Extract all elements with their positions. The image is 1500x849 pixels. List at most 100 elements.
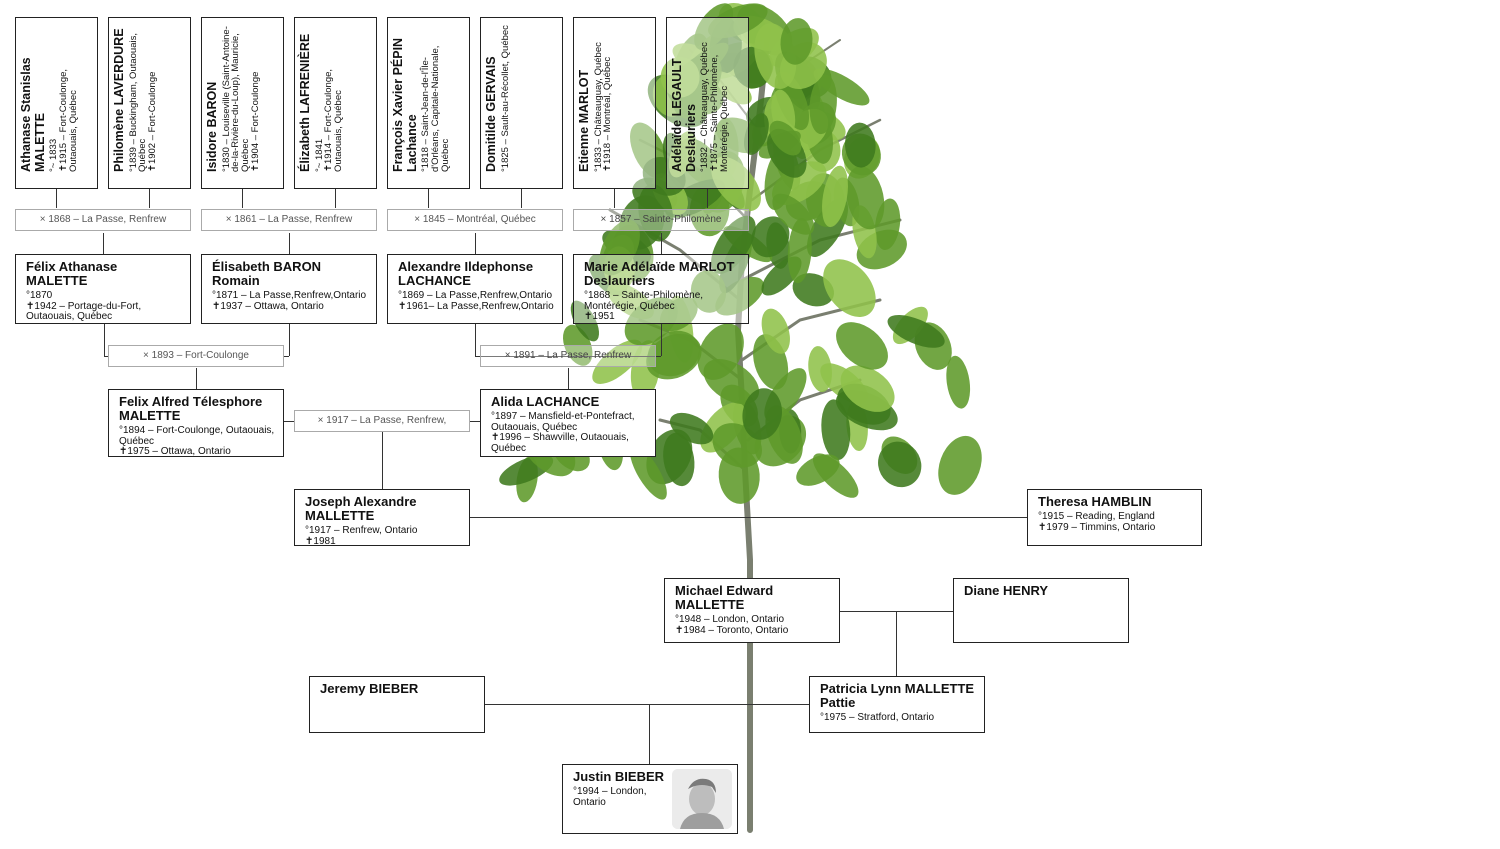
person-name: Patricia Lynn MALLETTE Pattie — [820, 681, 975, 710]
person-birth: °1897 – Mansfield-et-Pontefract, Outaoua… — [491, 411, 635, 433]
person-birth: °1871 – La Passe,Renfrew,Ontario — [212, 290, 367, 301]
person-name: François Xavier PÉPIN Lachance — [390, 37, 419, 172]
person-birth: °1868 – Sainte-Philomène, Montérégie, Qu… — [584, 290, 704, 312]
leaf-shape — [821, 399, 851, 461]
person-birth: °1894 – Fort-Coulonge, Outaouais, Québec — [119, 425, 275, 447]
person-box-etienne-marlot[interactable]: Etienne MARLOT °1833 – Châteauguay, Québ… — [573, 17, 656, 189]
person-box-athanase-malette[interactable]: Athanase Stanislas MALETTE °~ 1833 ✝1915… — [15, 17, 98, 189]
leaf-shape — [599, 219, 640, 276]
person-birth: °1869 – La Passe,Renfrew,Ontario — [398, 290, 553, 301]
person-death: ✝1904 – Fort-Coulonge — [249, 71, 261, 172]
leaf-shape — [711, 156, 761, 212]
marriage-label: × 1893 – Fort-Coulonge — [108, 345, 284, 367]
person-death: ✝1915 – Fort-Coulonge, Outaouais, Québec — [57, 68, 79, 172]
leaf-shape — [624, 297, 678, 346]
person-death: ✝1979 – Timmins, Ontario — [1038, 521, 1156, 533]
leaf-shape — [796, 454, 840, 486]
person-box-adelaide-legault[interactable]: Adélaïde LEGAULT Deslauriers °1832 – Châ… — [666, 17, 749, 189]
person-name: Domitilde GERVAIS — [483, 56, 498, 172]
tree-leaves — [499, 3, 982, 504]
person-box-elisabeth-baron[interactable]: Élisabeth BARON Romain °1871 – La Passe,… — [201, 254, 377, 324]
person-name: Adélaïde LEGAULT Deslauriers — [669, 58, 698, 172]
leaf-shape — [743, 113, 769, 155]
leaf-shape — [751, 216, 790, 258]
person-name: Michael Edward MALLETTE — [675, 583, 774, 612]
person-name: Diane HENRY — [964, 583, 1049, 598]
leaf-shape — [761, 308, 790, 354]
leaf-shape — [697, 323, 744, 380]
person-birth: °1915 – Reading, England — [1038, 511, 1155, 522]
person-death: ✝1918 – Montréal, Québec — [601, 56, 613, 172]
person-death: ✝1996 – Shawville, Outaouais, Québec — [491, 432, 629, 454]
person-name: Isidore BARON — [204, 81, 219, 172]
leaf-shape — [570, 300, 600, 342]
leaf-shape — [809, 74, 837, 135]
person-box-isidore-baron[interactable]: Isidore BARON °1830 – Louiseville (Saint… — [201, 17, 284, 189]
portrait-photo — [672, 769, 732, 829]
leaf-shape — [769, 120, 802, 156]
person-name: Philomène LAVERDURE — [111, 28, 126, 172]
person-name: Justin BIEBER — [573, 769, 665, 784]
marriage-label: × 1857 – Sainte-Philomène — [573, 209, 749, 231]
person-birth: °1994 – London, Ontario — [573, 786, 647, 808]
person-name: Alexandre Ildephonse LACHANCE — [398, 259, 534, 288]
leaf-shape — [772, 193, 815, 235]
marriage-label: × 1861 – La Passe, Renfrew — [201, 209, 377, 231]
person-name: Jeremy BIEBER — [320, 681, 419, 696]
person-name: Felix Alfred Télesphore MALETTE — [119, 394, 263, 423]
person-birth: °1830 – Louiseville (Saint-Antoine-de-la… — [220, 26, 251, 172]
person-birth: °~ 1833 — [47, 138, 59, 172]
person-box-marie-adelaide-marlot[interactable]: Marie Adélaïde MARLOT Deslauriers °1868 … — [573, 254, 749, 324]
person-death: ✝1937 – Ottawa, Ontario — [212, 300, 324, 312]
person-death: ✝1914 – Fort-Coulonge, Outaouais, Québec — [322, 68, 344, 172]
person-box-alida-lachance[interactable]: Alida LACHANCE °1897 – Mansfield-et-Pont… — [480, 389, 656, 457]
leaf-shape — [946, 355, 971, 409]
leaf-shape — [938, 435, 982, 495]
leaf-shape — [647, 330, 700, 377]
person-name: Alida LACHANCE — [491, 394, 600, 409]
person-birth: °1825 – Sault-au-Récollet, Québec — [499, 25, 510, 172]
marriage-label: × 1845 – Montréal, Québec — [387, 209, 563, 231]
person-birth: °1818 – Saint-Jean-de-l'Île-d'Orléans, C… — [419, 45, 451, 172]
person-birth: °1832 – Châteauguay, Québec — [698, 42, 710, 172]
person-box-alexandre-lachance[interactable]: Alexandre Ildephonse LACHANCE °1869 – La… — [387, 254, 563, 324]
person-name: Marie Adélaïde MARLOT Deslauriers — [584, 259, 735, 288]
person-name: Etienne MARLOT — [576, 69, 591, 172]
leaf-shape — [844, 122, 876, 168]
leaf-shape — [668, 131, 697, 178]
person-name: Élisabeth BARON Romain — [212, 259, 322, 288]
leaf-shape — [840, 365, 895, 412]
person-box-philomene-laverdure[interactable]: Philomène LAVERDURE °1839 – Buckingham, … — [108, 17, 191, 189]
leaf-shape — [887, 314, 945, 348]
leaf-shape — [836, 322, 888, 370]
person-box-diane-henry[interactable]: Diane HENRY — [953, 578, 1129, 643]
person-box-francois-xavier-pepin[interactable]: François Xavier PÉPIN Lachance °1818 – S… — [387, 17, 470, 189]
person-box-justin-bieber[interactable]: Justin BIEBER °1994 – London, Ontario — [562, 764, 738, 834]
leaf-shape — [823, 259, 876, 317]
person-birth: °1839 – Buckingham, Outaouais, Québec — [127, 33, 148, 172]
leaf-shape — [638, 184, 674, 242]
person-box-elizabeth-lafreniere[interactable]: Élizabeth LAFRENIÈRE °~ 1841 ✝1914 – For… — [294, 17, 377, 189]
person-box-felix-alfred-malette[interactable]: Felix Alfred Télesphore MALETTE °1894 – … — [108, 389, 284, 457]
person-name: Theresa HAMBLIN — [1038, 494, 1152, 509]
leaf-shape — [690, 270, 727, 313]
person-death: ✝1951 — [584, 311, 615, 322]
person-box-theresa-hamblin[interactable]: Theresa HAMBLIN °1915 – Reading, England… — [1027, 489, 1202, 546]
leaf-shape — [780, 18, 813, 65]
person-box-joseph-alexandre-mallette[interactable]: Joseph Alexandre MALLETTE °1917 – Renfre… — [294, 489, 470, 546]
person-box-patricia-lynn-mallette[interactable]: Patricia Lynn MALLETTE Pattie °1975 – St… — [809, 676, 985, 733]
leaf-shape — [708, 3, 768, 39]
person-name: Athanase Stanislas MALETTE — [18, 57, 47, 172]
leaf-shape — [878, 441, 922, 488]
person-box-domitilde-gervais[interactable]: Domitilde GERVAIS °1825 – Sault-au-Récol… — [480, 17, 563, 189]
person-birth: °1975 – Stratford, Ontario — [820, 712, 935, 723]
person-box-michael-edward-mallette[interactable]: Michael Edward MALLETTE °1948 – London, … — [664, 578, 840, 643]
person-birth: °1948 – London, Ontario — [675, 614, 785, 625]
person-box-felix-athanase-malette[interactable]: Félix Athanase MALETTE °1870 ✝1942 – Por… — [15, 254, 191, 324]
leaf-shape — [822, 165, 848, 228]
marriage-label: × 1868 – La Passe, Renfrew — [15, 209, 191, 231]
leaf-shape — [742, 388, 782, 440]
person-box-jeremy-bieber[interactable]: Jeremy BIEBER — [309, 676, 485, 733]
person-name: Joseph Alexandre MALLETTE — [305, 494, 417, 523]
